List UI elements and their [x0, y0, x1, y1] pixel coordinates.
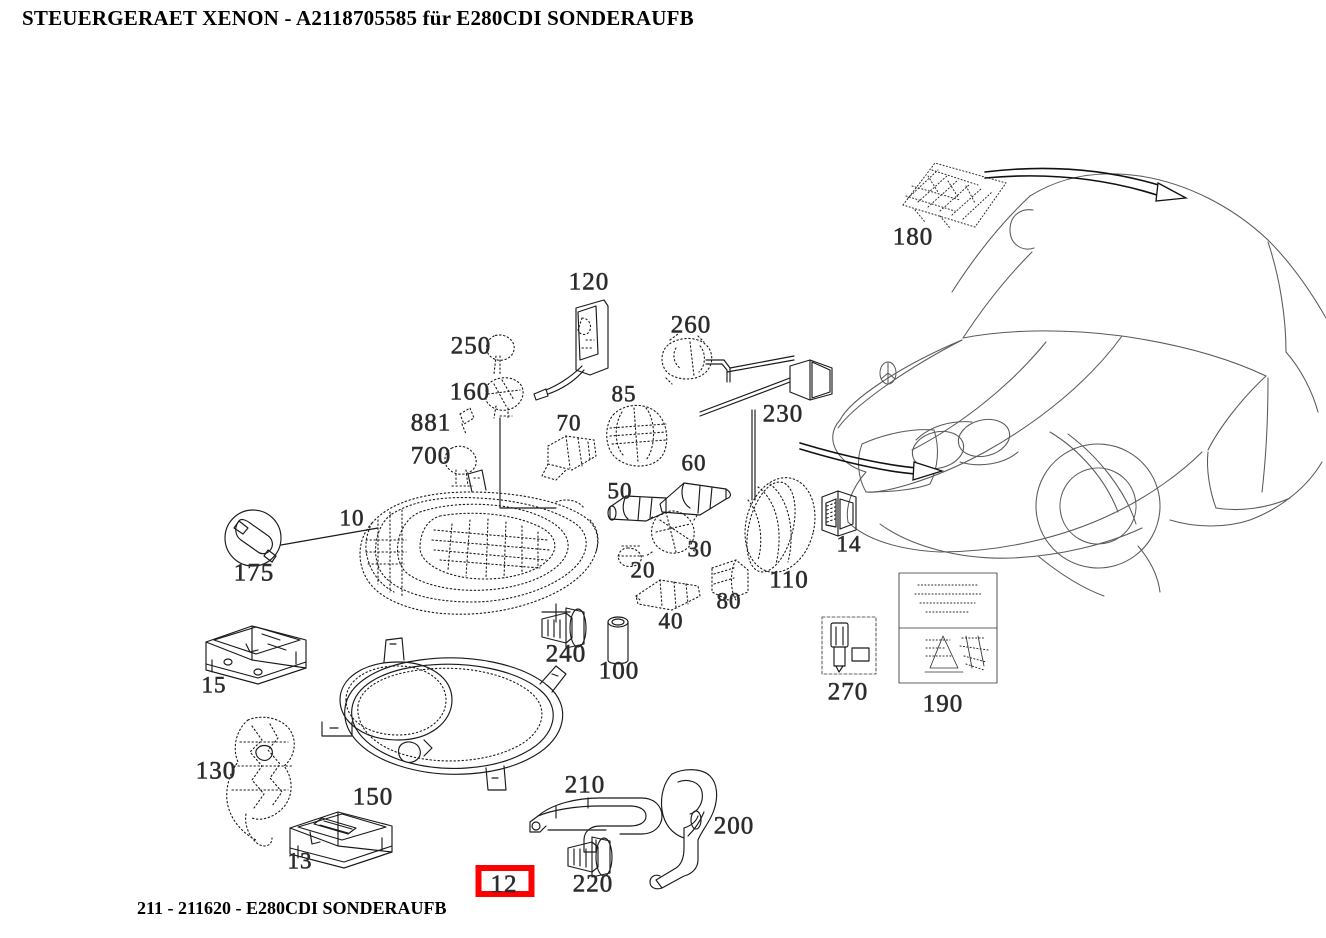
part-160-adjuster [485, 377, 524, 419]
callout-label-260: 260 [670, 311, 712, 339]
part-175-service-symbol [224, 509, 379, 567]
callout-label-220: 220 [572, 870, 614, 898]
part-270-bulb-label [821, 616, 877, 675]
callout-label-200: 200 [713, 812, 755, 840]
callout-label-160: 160 [449, 378, 491, 406]
part-85-socket [606, 404, 668, 467]
callout-label-70: 70 [556, 410, 582, 436]
part-150-frame [321, 637, 567, 791]
part-180-relay-box [902, 162, 1007, 229]
callout-label-13: 13 [287, 848, 313, 874]
callout-label-20: 20 [630, 557, 656, 583]
car-outline [832, 173, 1326, 597]
callout-label-150: 150 [352, 783, 394, 811]
callout-label-10: 10 [339, 505, 365, 531]
callout-label-700: 700 [410, 442, 452, 470]
callout-label-50: 50 [607, 478, 633, 504]
part-80-cap [711, 559, 749, 601]
part-10-headlamp-housing [359, 417, 599, 623]
callout-label-881: 881 [410, 409, 452, 437]
part-190-warning-label [898, 572, 998, 684]
callout-label-230: 230 [762, 400, 804, 428]
callout-label-14: 14 [836, 531, 862, 557]
part-13-control-unit [289, 811, 393, 869]
part-220-screw [567, 836, 613, 878]
callout-label-40: 40 [658, 608, 684, 634]
callout-label-175: 175 [233, 559, 275, 587]
part-15-control-unit [205, 625, 307, 685]
part-230-connector [699, 359, 833, 501]
part-120-bracket [533, 299, 609, 401]
part-40-bracket [635, 579, 701, 611]
part-200-cover [649, 769, 718, 890]
callout-label-30: 30 [687, 536, 713, 562]
highlighted-callout-12[interactable]: 12 [475, 865, 535, 897]
callout-label-210: 210 [564, 771, 606, 799]
part-250-clip [485, 334, 515, 375]
callout-label-60: 60 [681, 450, 707, 476]
callout-label-100: 100 [598, 657, 640, 685]
part-100-sleeve [607, 616, 629, 665]
callout-label-250: 250 [450, 332, 492, 360]
callout-label-130: 130 [195, 757, 237, 785]
part-70-plug [541, 435, 597, 481]
page-title: STEUERGERAET XENON - A2118705585 für E28… [22, 6, 694, 30]
part-60-bulb [659, 482, 732, 516]
part-210-mount-arm [529, 797, 663, 853]
part-20-clip [617, 545, 645, 568]
callout-label-270: 270 [827, 678, 869, 706]
callout-label-85: 85 [611, 381, 637, 407]
part-260-actuator [661, 333, 795, 385]
part-130-mount-bracket [226, 716, 295, 847]
callout-label-240: 240 [545, 640, 587, 668]
callout-label-15: 15 [201, 672, 227, 698]
part-14-module [821, 490, 857, 537]
callout-label-110: 110 [769, 566, 809, 594]
part-30-igniter [645, 510, 699, 557]
callout-label-190: 190 [922, 690, 964, 718]
callout-label-180: 180 [892, 223, 934, 251]
callout-label-120: 120 [568, 268, 610, 296]
callout-label-80: 80 [716, 588, 742, 614]
part-240-screw [541, 607, 587, 649]
assembly-arrows [799, 167, 1189, 481]
part-700-bracket [444, 445, 477, 487]
part-110-lens-ring [744, 477, 816, 573]
part-881-clip [459, 407, 475, 435]
page-footer: 211 - 211620 - E280CDI SONDERAUFB [137, 898, 447, 918]
